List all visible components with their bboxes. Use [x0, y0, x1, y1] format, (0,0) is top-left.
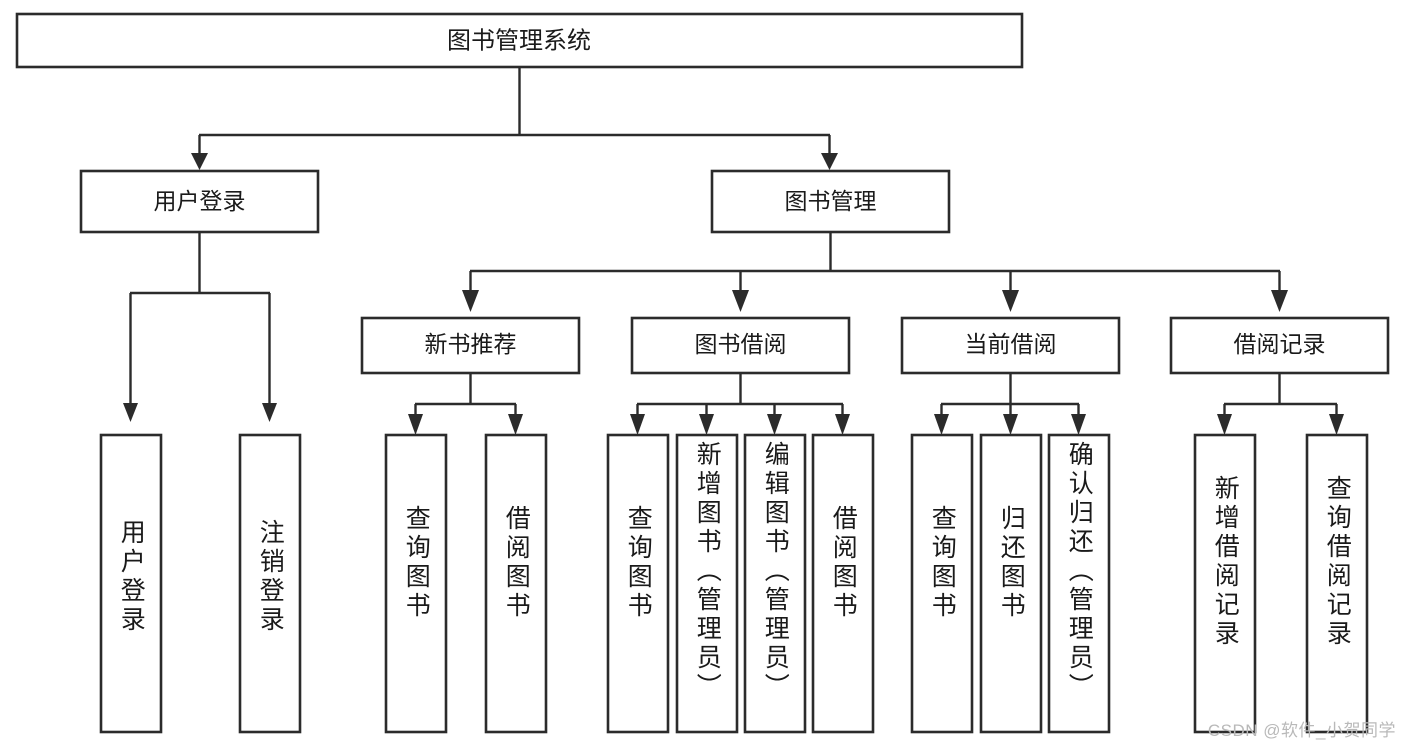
node-root[interactable]: 图书管理系统 — [15, 12, 1024, 69]
arrow-head-borrowrecord-1 — [1329, 414, 1344, 435]
arrow-head-bookborrow-1 — [699, 414, 714, 435]
node-current-borrow[interactable]: 当前借阅 — [900, 316, 1121, 375]
leaf-box-current-borrow-1[interactable] — [979, 433, 1043, 734]
arrow-head-level3-3 — [1271, 290, 1288, 312]
node-root-label: 图书管理系统 — [447, 27, 591, 54]
node-new-book-recommend-label: 新书推荐 — [425, 331, 517, 357]
leaf-box-user-login-0[interactable] — [99, 433, 163, 734]
csdn-watermark: CSDN @软件_小贺同学 — [1207, 721, 1396, 740]
leaf-box-borrow-record-0[interactable] — [1193, 433, 1257, 734]
leaf-box-user-login-1[interactable] — [238, 433, 302, 734]
node-root-box[interactable] — [15, 12, 1024, 69]
arrow-head-currentborrow-2 — [1071, 414, 1086, 435]
arrow-head-currentborrow-0 — [934, 414, 949, 435]
leaf-box-book-borrow-2[interactable] — [743, 433, 807, 734]
leaf-box-current-borrow-0[interactable] — [910, 433, 974, 734]
arrow-head-level3-1 — [732, 290, 749, 312]
arrow-head-borrowrecord-0 — [1217, 414, 1232, 435]
arrow-head-newbook-0 — [408, 414, 423, 435]
arrow-head-level2-1 — [821, 153, 838, 170]
node-new-book-recommend-box[interactable] — [360, 316, 581, 375]
arrow-head-bookborrow-3 — [835, 414, 850, 435]
arrow-head-level3-2 — [1002, 290, 1019, 312]
leaf-box-new-book-1[interactable] — [484, 433, 548, 734]
leaf-box-book-borrow-1[interactable] — [675, 433, 739, 734]
arrow-head-currentborrow-1 — [1003, 414, 1018, 435]
node-current-borrow-box[interactable] — [900, 316, 1121, 375]
arrow-head-level3-0 — [462, 290, 479, 312]
node-book-borrow-label: 图书借阅 — [695, 331, 787, 357]
leaf-box-book-borrow-0[interactable] — [606, 433, 670, 734]
node-book-borrow[interactable]: 图书借阅 — [630, 316, 851, 375]
node-user-login[interactable]: 用户登录 — [79, 169, 320, 234]
arrow-head-level2-0 — [191, 153, 208, 170]
arrow-head-newbook-1 — [508, 414, 523, 435]
arrow-head-user-login-1 — [262, 403, 277, 422]
arrow-head-user-login-0 — [123, 403, 138, 422]
leaf-box-book-borrow-3[interactable] — [811, 433, 875, 734]
node-book-management[interactable]: 图书管理 — [710, 169, 951, 234]
node-current-borrow-label: 当前借阅 — [965, 331, 1057, 357]
node-user-login-label: 用户登录 — [154, 188, 246, 214]
arrow-head-bookborrow-0 — [630, 414, 645, 435]
node-book-borrow-box[interactable] — [630, 316, 851, 375]
node-book-management-label: 图书管理 — [785, 188, 877, 214]
leaf-box-new-book-0[interactable] — [384, 433, 448, 734]
node-book-management-box[interactable] — [710, 169, 951, 234]
arrow-head-bookborrow-2 — [767, 414, 782, 435]
leaf-box-current-borrow-2[interactable] — [1047, 433, 1111, 734]
node-new-book-recommend[interactable]: 新书推荐 — [360, 316, 581, 375]
node-borrow-record-box[interactable] — [1169, 316, 1390, 375]
node-borrow-record-label: 借阅记录 — [1234, 331, 1326, 357]
leaf-box-borrow-record-1[interactable] — [1305, 433, 1369, 734]
node-borrow-record[interactable]: 借阅记录 — [1169, 316, 1390, 375]
